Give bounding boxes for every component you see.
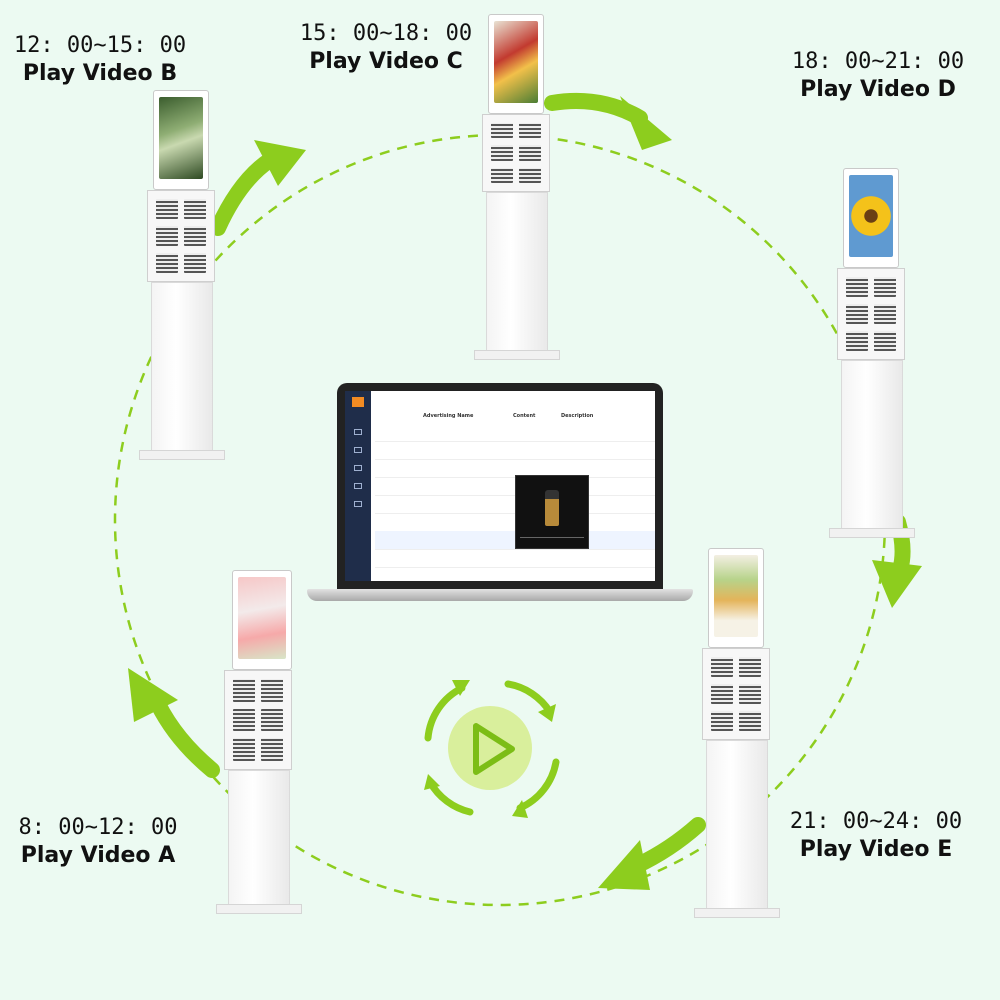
time-range: 15: 00~18: 00 xyxy=(299,21,473,46)
video-label: Play Video D xyxy=(800,76,956,102)
nav-icon xyxy=(354,447,362,453)
play-cycle-icon xyxy=(424,680,560,818)
column-header: Advertising Name xyxy=(423,413,474,419)
charging-slots xyxy=(147,190,215,282)
kiosk-video-d xyxy=(829,168,921,548)
kiosk-base xyxy=(216,904,302,914)
kiosk-video-c xyxy=(474,10,566,360)
kiosk-screen xyxy=(153,90,209,190)
admin-sidebar xyxy=(345,391,371,581)
charging-slots xyxy=(702,648,770,740)
video-frame-d xyxy=(849,175,893,257)
video-frame-b xyxy=(159,97,203,179)
kiosk-screen xyxy=(708,548,764,648)
nav-icon xyxy=(354,429,362,435)
time-range: 8: 00~12: 00 xyxy=(18,815,178,840)
kiosk-pole xyxy=(228,770,290,906)
label-video-a: 8: 00~12: 00 Play Video A xyxy=(0,814,196,869)
table-row xyxy=(375,441,655,460)
time-range: 18: 00~21: 00 xyxy=(791,49,965,74)
kiosk-pole xyxy=(486,192,548,352)
video-frame-c xyxy=(494,21,538,103)
video-label: Play Video E xyxy=(799,836,953,862)
column-header: Content xyxy=(513,413,536,419)
time-range: 21: 00~24: 00 xyxy=(789,809,963,834)
video-preview-popup xyxy=(515,475,589,549)
kiosk-screen xyxy=(843,168,899,268)
video-frame-e xyxy=(714,555,758,637)
kiosk-pole xyxy=(706,740,768,910)
kiosk-screen xyxy=(488,14,544,114)
arrow-c-to-d xyxy=(544,92,672,150)
charging-slots xyxy=(482,114,550,192)
arrow-b-to-c xyxy=(210,140,306,236)
video-controls xyxy=(520,537,584,544)
nav-icon xyxy=(354,483,362,489)
kiosk-screen xyxy=(232,570,292,670)
laptop-lid: Advertising Name Content Description xyxy=(337,383,663,591)
charging-slots xyxy=(837,268,905,360)
arrow-a-to-b xyxy=(128,668,220,778)
arrow-e-to-a xyxy=(598,817,706,890)
video-label: Play Video A xyxy=(20,842,176,868)
charging-slots xyxy=(224,670,292,770)
kiosk-pole xyxy=(841,360,903,530)
app-logo xyxy=(352,397,364,407)
table-row xyxy=(375,549,655,568)
laptop-ad-manager: Advertising Name Content Description xyxy=(307,383,693,609)
time-range: 12: 00~15: 00 xyxy=(13,33,187,58)
nav-icon xyxy=(354,465,362,471)
cycle-arrows xyxy=(128,92,922,890)
kiosk-video-a xyxy=(216,570,308,930)
kiosk-base xyxy=(694,908,780,918)
laptop-screen: Advertising Name Content Description xyxy=(345,391,655,581)
kiosk-video-b xyxy=(139,90,231,470)
nav-icon xyxy=(354,501,362,507)
kiosk-base xyxy=(139,450,225,460)
video-frame-a xyxy=(238,577,286,659)
kiosk-base xyxy=(829,528,915,538)
column-header: Description xyxy=(561,413,594,419)
table-row xyxy=(375,423,655,442)
label-video-e: 21: 00~24: 00 Play Video E xyxy=(776,808,976,863)
kiosk-video-e xyxy=(694,548,786,928)
video-label: Play Video C xyxy=(309,48,463,74)
kiosk-base xyxy=(474,350,560,360)
label-video-d: 18: 00~21: 00 Play Video D xyxy=(778,48,978,103)
kiosk-pole xyxy=(151,282,213,452)
label-video-c: 15: 00~18: 00 Play Video C xyxy=(286,20,486,75)
bottle-image xyxy=(545,490,559,526)
video-label: Play Video B xyxy=(22,60,178,86)
label-video-b: 12: 00~15: 00 Play Video B xyxy=(0,32,200,87)
laptop-base xyxy=(307,589,693,601)
